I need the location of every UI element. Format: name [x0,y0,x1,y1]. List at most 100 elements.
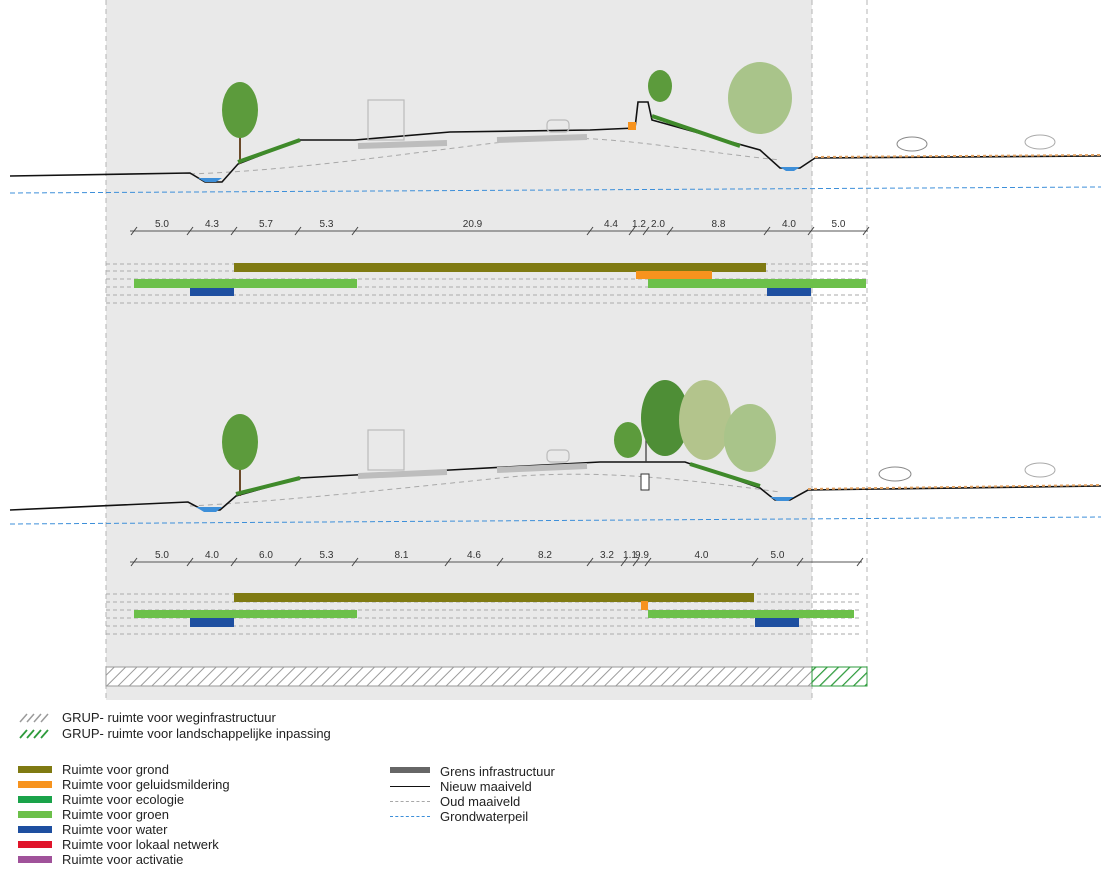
dimension-tick [763,226,771,236]
cow-icon [1024,134,1056,150]
grup-road-hatch [105,666,813,687]
bar-water [767,288,811,296]
water-ditch-right [770,497,794,501]
truck-icon [367,99,405,141]
cow-icon [878,466,912,482]
dimension-label: 1.2 [632,219,646,230]
tree-icon [648,70,672,102]
shrub-strip [651,114,741,148]
dimension-label: 4.0 [782,219,796,230]
road-surface-2 [496,463,588,473]
color-swatch [18,841,52,848]
dimension-tick [862,226,870,236]
dimension-label: 9.9 [635,550,649,561]
black-line-icon [390,786,430,787]
dimension-tick [632,557,640,567]
car-icon [546,449,570,463]
dimension-tick [620,557,628,567]
dimension-label: 4.4 [604,219,618,230]
dimension-label: 5.7 [259,219,273,230]
bar-groen [648,279,866,288]
color-swatch [18,811,52,818]
bar-water [190,288,234,296]
legend-label: Ruimte voor geluidsmildering [62,777,230,792]
dimension-label: 8.2 [538,550,552,561]
dimension-tick [856,557,864,567]
dimension-label: 8.8 [712,219,726,230]
dimension-tick [230,557,238,567]
legend-label: Nieuw maaiveld [440,779,532,794]
dimension-label: 4.0 [205,550,219,561]
thick-grey-line-icon [390,767,430,773]
tree-icon [679,380,731,460]
legend-label: Grondwaterpeil [440,809,529,824]
dimension-label: 4.3 [205,219,219,230]
legend-label: Ruimte voor grond [62,762,169,777]
dimension-tick [230,226,238,236]
dimension-label: 5.0 [155,219,169,230]
road-surface-2 [496,134,588,143]
bar-grond [234,263,766,272]
bar-geluidsmildering [636,271,712,279]
legend-label: Ruimte voor ecologie [62,792,185,807]
dimension-label: 4.0 [695,550,709,561]
dimension-tick [628,226,636,236]
dimension-label: 5.3 [320,219,334,230]
shrub-strip [235,476,301,496]
hatch-grey-icon [19,713,49,723]
dashed-blue-line-icon [390,816,430,817]
tree-icon [614,422,642,458]
legend-label: Ruimte voor water [62,822,168,837]
legend-label: Oud maaiveld [440,794,521,809]
bar-water [755,618,799,627]
tree-icon [641,380,689,456]
legend-label: Ruimte voor groen [62,807,169,822]
color-swatch [18,856,52,863]
dimension-tick [294,557,302,567]
truck-icon [367,429,405,471]
dimension-tick [186,557,194,567]
old-ground-line [189,473,781,507]
legend-label: Ruimte voor activatie [62,852,184,867]
pole-base-icon [640,473,650,491]
dimension-tick [807,226,815,236]
dimension-tick [751,557,759,567]
legend-label: GRUP- ruimte voor weginfrastructuur [62,710,276,725]
legend-label: Grens infrastructuur [440,764,555,779]
groundwater-line [9,516,1101,525]
dimension-label: 5.0 [155,550,169,561]
dimension-tick [351,226,359,236]
dimension-tick [642,226,650,236]
bar-groen [134,610,357,618]
cow-icon [1024,462,1056,478]
dimension-tick [496,557,504,567]
groundwater-line [9,186,1101,194]
dimension-tick [186,226,194,236]
dimension-label: 6.0 [259,550,273,561]
dimension-label: 4.6 [467,550,481,561]
dimension-tick [130,226,138,236]
shrub-strip [237,138,301,164]
dimension-tick [294,226,302,236]
tree-icon [222,414,258,470]
noise-wall-icon [628,122,636,130]
bar-water [190,618,234,627]
dimension-label: 5.0 [832,219,846,230]
dimension-tick [586,226,594,236]
color-swatch [18,796,52,803]
dimension-label: 1.1 [623,550,637,561]
shrub-strip [689,462,761,488]
dimension-label: 3.2 [600,550,614,561]
dimension-label: 5.3 [320,550,334,561]
bar-groen [648,610,854,618]
hatch-green-icon [19,729,49,739]
dashed-grey-line-icon [390,801,430,802]
water-ditch-left [196,507,222,512]
old-ground-line [189,137,781,175]
dimension-tick [444,557,452,567]
bar-grond [234,593,754,602]
grup-landscape-hatch [811,666,868,687]
color-swatch [18,766,52,773]
